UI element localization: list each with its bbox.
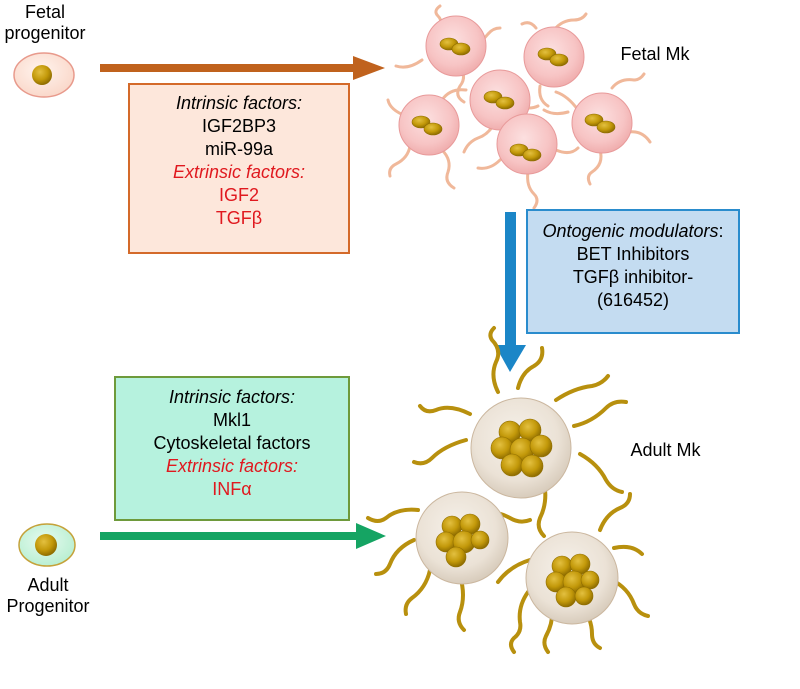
adult-mk-nuclei	[435, 418, 600, 608]
adult-progenitor-label-line2: Progenitor	[6, 596, 90, 616]
fetal-progenitor-cell	[13, 52, 75, 98]
fetal-progenitor-label: Fetal progenitor	[0, 2, 90, 44]
fetal-intrinsic-item: IGF2BP3	[201, 116, 277, 136]
modulator-item: BET Inhibitors	[576, 244, 690, 264]
adult-differentiation-arrow	[100, 523, 386, 549]
adult-factors-box: Intrinsic factors: Mkl1 Cytoskeletal fac…	[114, 376, 350, 521]
adult-intrinsic-header: Intrinsic factors:	[168, 387, 296, 407]
fetal-progenitor-label-line1: Fetal	[24, 2, 66, 22]
fetal-extrinsic-item: IGF2	[218, 185, 259, 205]
ontogenic-modulators-box: Ontogenic modulators: BET Inhibitors TGF…	[526, 209, 740, 334]
adult-mk-label: Adult Mk	[630, 440, 701, 460]
fetal-mk-nuclei	[411, 37, 616, 162]
modulators-header-line: Ontogenic modulators:	[528, 220, 738, 243]
adult-intrinsic-item: Cytoskeletal factors	[153, 433, 311, 453]
fetal-differentiation-arrow	[100, 56, 385, 80]
adult-mk-processes	[366, 326, 650, 654]
fetal-mk-cells	[398, 15, 633, 175]
fetal-factors-box: Intrinsic factors: IGF2BP3 miR-99a Extri…	[128, 83, 350, 254]
adult-extrinsic-item: INFα	[212, 479, 252, 499]
fetal-extrinsic-header: Extrinsic factors:	[172, 162, 306, 182]
modulators-header-colon: :	[718, 221, 724, 241]
adult-progenitor-cell	[18, 523, 76, 567]
fetal-mk-label: Fetal Mk	[620, 44, 690, 64]
ontogenic-transition-arrow	[495, 212, 526, 372]
adult-extrinsic-header: Extrinsic factors:	[165, 456, 299, 476]
fetal-intrinsic-item: miR-99a	[204, 139, 274, 159]
adult-progenitor-label-line1: Adult	[27, 575, 69, 595]
modulator-item: (616452)	[596, 290, 670, 310]
modulator-item: TGFβ inhibitor-	[572, 267, 694, 287]
fetal-progenitor-label-line2: progenitor	[4, 23, 86, 43]
fetal-extrinsic-item: TGFβ	[215, 208, 263, 228]
adult-intrinsic-item: Mkl1	[212, 410, 251, 430]
modulators-header: Ontogenic modulators	[542, 221, 719, 241]
adult-progenitor-label: Adult Progenitor	[0, 575, 96, 617]
fetal-intrinsic-header: Intrinsic factors:	[175, 93, 303, 113]
